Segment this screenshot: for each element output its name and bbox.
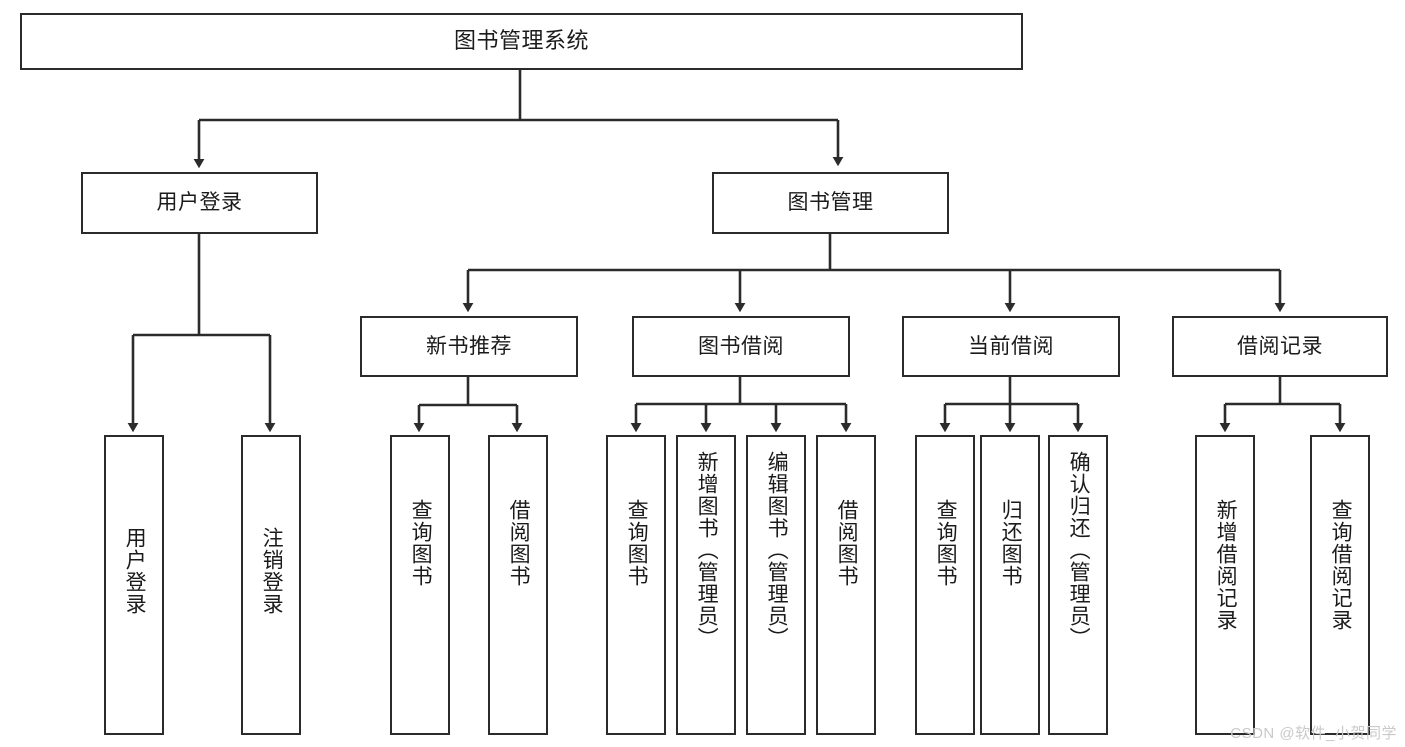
leaf-label: 新增借阅记录 [1214, 499, 1238, 631]
leaf-borrow-record-add[interactable]: 新增借阅记录 [1195, 435, 1255, 735]
node-current-borrow[interactable]: 当前借阅 [902, 316, 1120, 377]
leaf-label: 用户登录 [123, 527, 147, 615]
leaf-label: 查询借阅记录 [1329, 499, 1353, 631]
leaf-new-book-query[interactable]: 查询图书 [390, 435, 450, 735]
node-book-borrow-label: 图书借阅 [698, 334, 784, 358]
leaf-book-borrow-borrow[interactable]: 借阅图书 [816, 435, 876, 735]
leaf-user-login-login[interactable]: 用户登录 [104, 435, 164, 735]
leaf-label: 编辑图书（管理员） [765, 451, 789, 649]
leaf-label: 查询图书 [625, 499, 649, 587]
node-book-borrow[interactable]: 图书借阅 [632, 316, 850, 377]
watermark-text: CSDN @软件_小贺同学 [1230, 725, 1397, 742]
node-current-borrow-label: 当前借阅 [968, 334, 1054, 358]
leaf-label: 查询图书 [409, 499, 433, 587]
leaf-book-borrow-edit[interactable]: 编辑图书（管理员） [746, 435, 806, 735]
node-root[interactable]: 图书管理系统 [20, 13, 1023, 70]
node-borrow-record-label: 借阅记录 [1237, 334, 1323, 358]
leaf-user-login-logout[interactable]: 注销登录 [241, 435, 301, 735]
leaf-label: 注销登录 [260, 527, 284, 615]
leaf-label: 查询图书 [934, 499, 958, 587]
leaf-borrow-record-query[interactable]: 查询借阅记录 [1310, 435, 1370, 735]
leaf-label: 借阅图书 [835, 499, 859, 587]
node-book-management[interactable]: 图书管理 [712, 172, 949, 234]
leaf-new-book-borrow[interactable]: 借阅图书 [488, 435, 548, 735]
node-user-login[interactable]: 用户登录 [81, 172, 318, 234]
leaf-label: 确认归还（管理员） [1067, 451, 1091, 649]
node-borrow-record[interactable]: 借阅记录 [1172, 316, 1388, 377]
node-new-book-recommend-label: 新书推荐 [426, 334, 512, 358]
leaf-current-borrow-query[interactable]: 查询图书 [915, 435, 975, 735]
node-new-book-recommend[interactable]: 新书推荐 [360, 316, 578, 377]
node-root-label: 图书管理系统 [453, 28, 589, 54]
leaf-label: 新增图书（管理员） [695, 451, 719, 649]
leaf-current-borrow-return[interactable]: 归还图书 [980, 435, 1040, 735]
leaf-label: 借阅图书 [507, 499, 531, 587]
leaf-current-borrow-confirm[interactable]: 确认归还（管理员） [1048, 435, 1108, 735]
leaf-book-borrow-add[interactable]: 新增图书（管理员） [676, 435, 736, 735]
node-book-management-label: 图书管理 [787, 191, 874, 215]
leaf-label: 归还图书 [999, 499, 1023, 587]
leaf-book-borrow-query[interactable]: 查询图书 [606, 435, 666, 735]
node-user-login-label: 用户登录 [156, 191, 243, 215]
